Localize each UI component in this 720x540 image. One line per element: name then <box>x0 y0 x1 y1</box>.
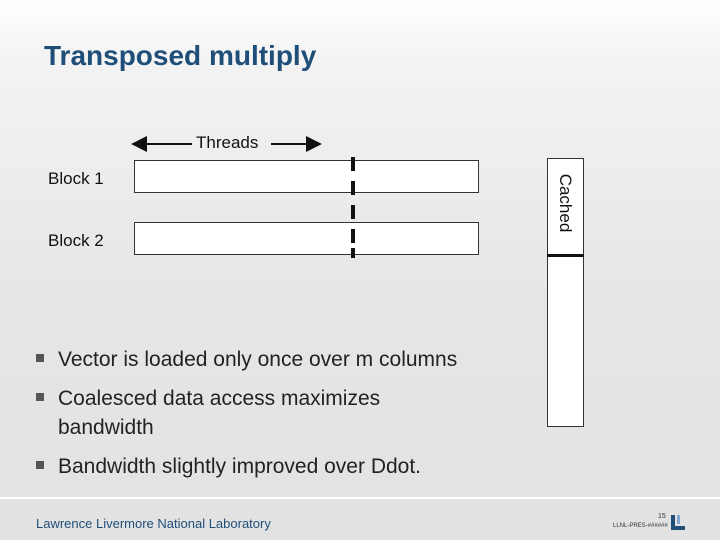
threads-label: Threads <box>196 133 259 152</box>
vector-cached-divider <box>547 254 584 257</box>
bullet-list: Vector is loaded only once over m column… <box>36 345 536 491</box>
thread-dash <box>351 248 355 258</box>
vector-column <box>547 158 584 427</box>
threads-arrow-left-line <box>145 143 192 145</box>
block-2-rect <box>134 222 479 255</box>
bullet-text: Vector is loaded only once over m column… <box>58 348 458 371</box>
block-1-label: Block 1 <box>48 169 104 188</box>
thread-dash <box>351 205 355 219</box>
block-1-rect <box>134 160 479 193</box>
slide-title: Transposed multiply <box>44 40 317 71</box>
footer-doc-code: LLNL-PRES-###### <box>613 523 668 529</box>
thread-dash <box>351 229 355 243</box>
bullet-square-icon <box>36 354 44 362</box>
bullet-text: Coalesced data access maximizes bandwidt… <box>58 387 381 439</box>
thread-dash <box>351 181 355 195</box>
bullet-text: Bandwidth slightly improved over Ddot. <box>58 455 422 478</box>
footer-org: Lawrence Livermore National Laboratory <box>36 516 271 531</box>
cached-label: Cached <box>556 173 575 233</box>
block-2-label: Block 2 <box>48 231 104 250</box>
arrow-left-icon <box>131 136 147 152</box>
bullet-item: Coalesced data access maximizes bandwidt… <box>36 384 478 442</box>
arrow-right-icon <box>306 136 322 152</box>
llnl-logo-icon <box>669 514 687 532</box>
threads-arrow-right-line <box>271 143 308 145</box>
bullet-square-icon <box>36 461 44 469</box>
footer-divider <box>0 497 720 499</box>
bullet-square-icon <box>36 393 44 401</box>
page-number: 15 <box>658 513 666 520</box>
bullet-item: Bandwidth slightly improved over Ddot. <box>36 452 536 481</box>
bullet-item: Vector is loaded only once over m column… <box>36 345 536 374</box>
thread-dash <box>351 157 355 171</box>
